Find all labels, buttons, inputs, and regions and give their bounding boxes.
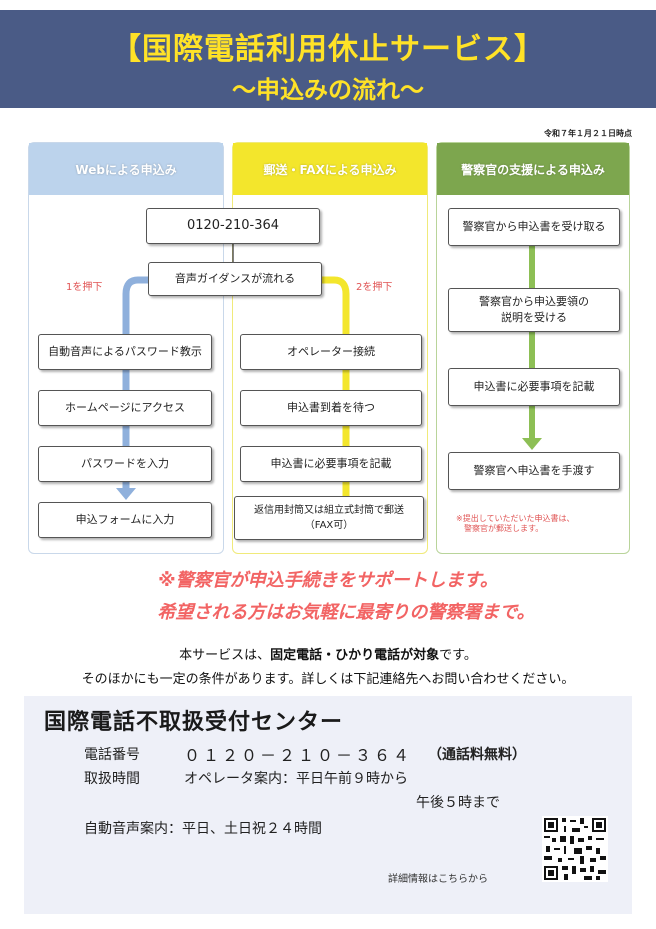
header-banner: 【国際電話利用休止サービス】 ～申込みの流れ～ — [0, 10, 656, 108]
phone-label: 電話番号 — [84, 747, 140, 763]
contact-center-title: 国際電話不取扱受付センター — [44, 710, 344, 735]
hours-label: 取扱時間 — [84, 771, 140, 787]
nearest-station-message: 希望される方はお気軽に最寄りの警察署まで。 — [157, 602, 535, 623]
web-step-enter-password: パスワードを入力 — [38, 446, 212, 482]
mail-step-operator: オペレーター接続 — [240, 334, 422, 370]
police-step-receive-form: 警察官から申込書を受け取る — [448, 208, 620, 246]
mail-step-fill-form: 申込書に必要事項を記載 — [240, 446, 422, 482]
web-step-fill-form: 申込フォームに入力 — [38, 502, 212, 538]
auto-voice-hours: 自動音声案内：平日、土日祝２４時間 — [84, 821, 322, 837]
as-of-date: 令和７年１月２１日時点 — [544, 129, 632, 138]
phone-value: ０１２０－２１０－３６４ — [184, 746, 413, 765]
operator-hours: オペレータ案内：平日午前９時から — [184, 771, 408, 787]
web-step-password-notice: 自動音声によるパスワード教示 — [38, 334, 212, 370]
web-step-access-homepage: ホームページにアクセス — [38, 390, 212, 426]
qr-code-label: 詳細情報はこちらから — [388, 874, 488, 885]
mail-step-wait-form: 申込書到着を待つ — [240, 390, 422, 426]
voice-guidance-box: 音声ガイダンスが流れる — [148, 262, 322, 296]
web-column-header: Webによる申込み — [29, 143, 223, 195]
press-1-label: 1を押下 — [66, 282, 103, 293]
police-step-explanation: 警察官から申込要領の 説明を受ける — [448, 288, 620, 332]
page-subtitle: ～申込みの流れ～ — [232, 76, 424, 104]
toll-free-note: （通話料無料） — [428, 747, 526, 763]
police-column-header: 警察官の支援による申込み — [437, 143, 629, 195]
service-conditions-text: そのほかにも一定の条件があります。詳しくは下記連絡先へお問い合わせください。 — [81, 672, 575, 687]
police-step-fill-form: 申込書に必要事項を記載 — [448, 368, 620, 406]
operator-hours-end: 午後５時まで — [416, 795, 500, 811]
police-note: ※提出していただいた申込書は、 警察官が郵送します。 — [456, 514, 575, 534]
qr-code[interactable] — [542, 816, 608, 882]
press-2-label: 2を押下 — [356, 282, 393, 293]
service-scope-text: 本サービスは、固定電話・ひかり電話が対象です。 — [179, 648, 477, 663]
contact-center-panel: 国際電話不取扱受付センター 電話番号 ０１２０－２１０－３６４ （通話料無料） … — [24, 696, 632, 914]
mail-column-header: 郵送・FAXによる申込み — [233, 143, 427, 195]
mail-step-return-mail: 返信用封筒又は組立式封筒で郵送 （FAX可） — [234, 496, 424, 540]
phone-number-box: 0120-210-364 — [146, 208, 320, 244]
police-step-hand-form: 警察官へ申込書を手渡す — [448, 452, 620, 490]
page-title: 【国際電話利用休止サービス】 — [111, 32, 545, 67]
police-support-message: ※警察官が申込手続きをサポートします。 — [158, 570, 498, 591]
